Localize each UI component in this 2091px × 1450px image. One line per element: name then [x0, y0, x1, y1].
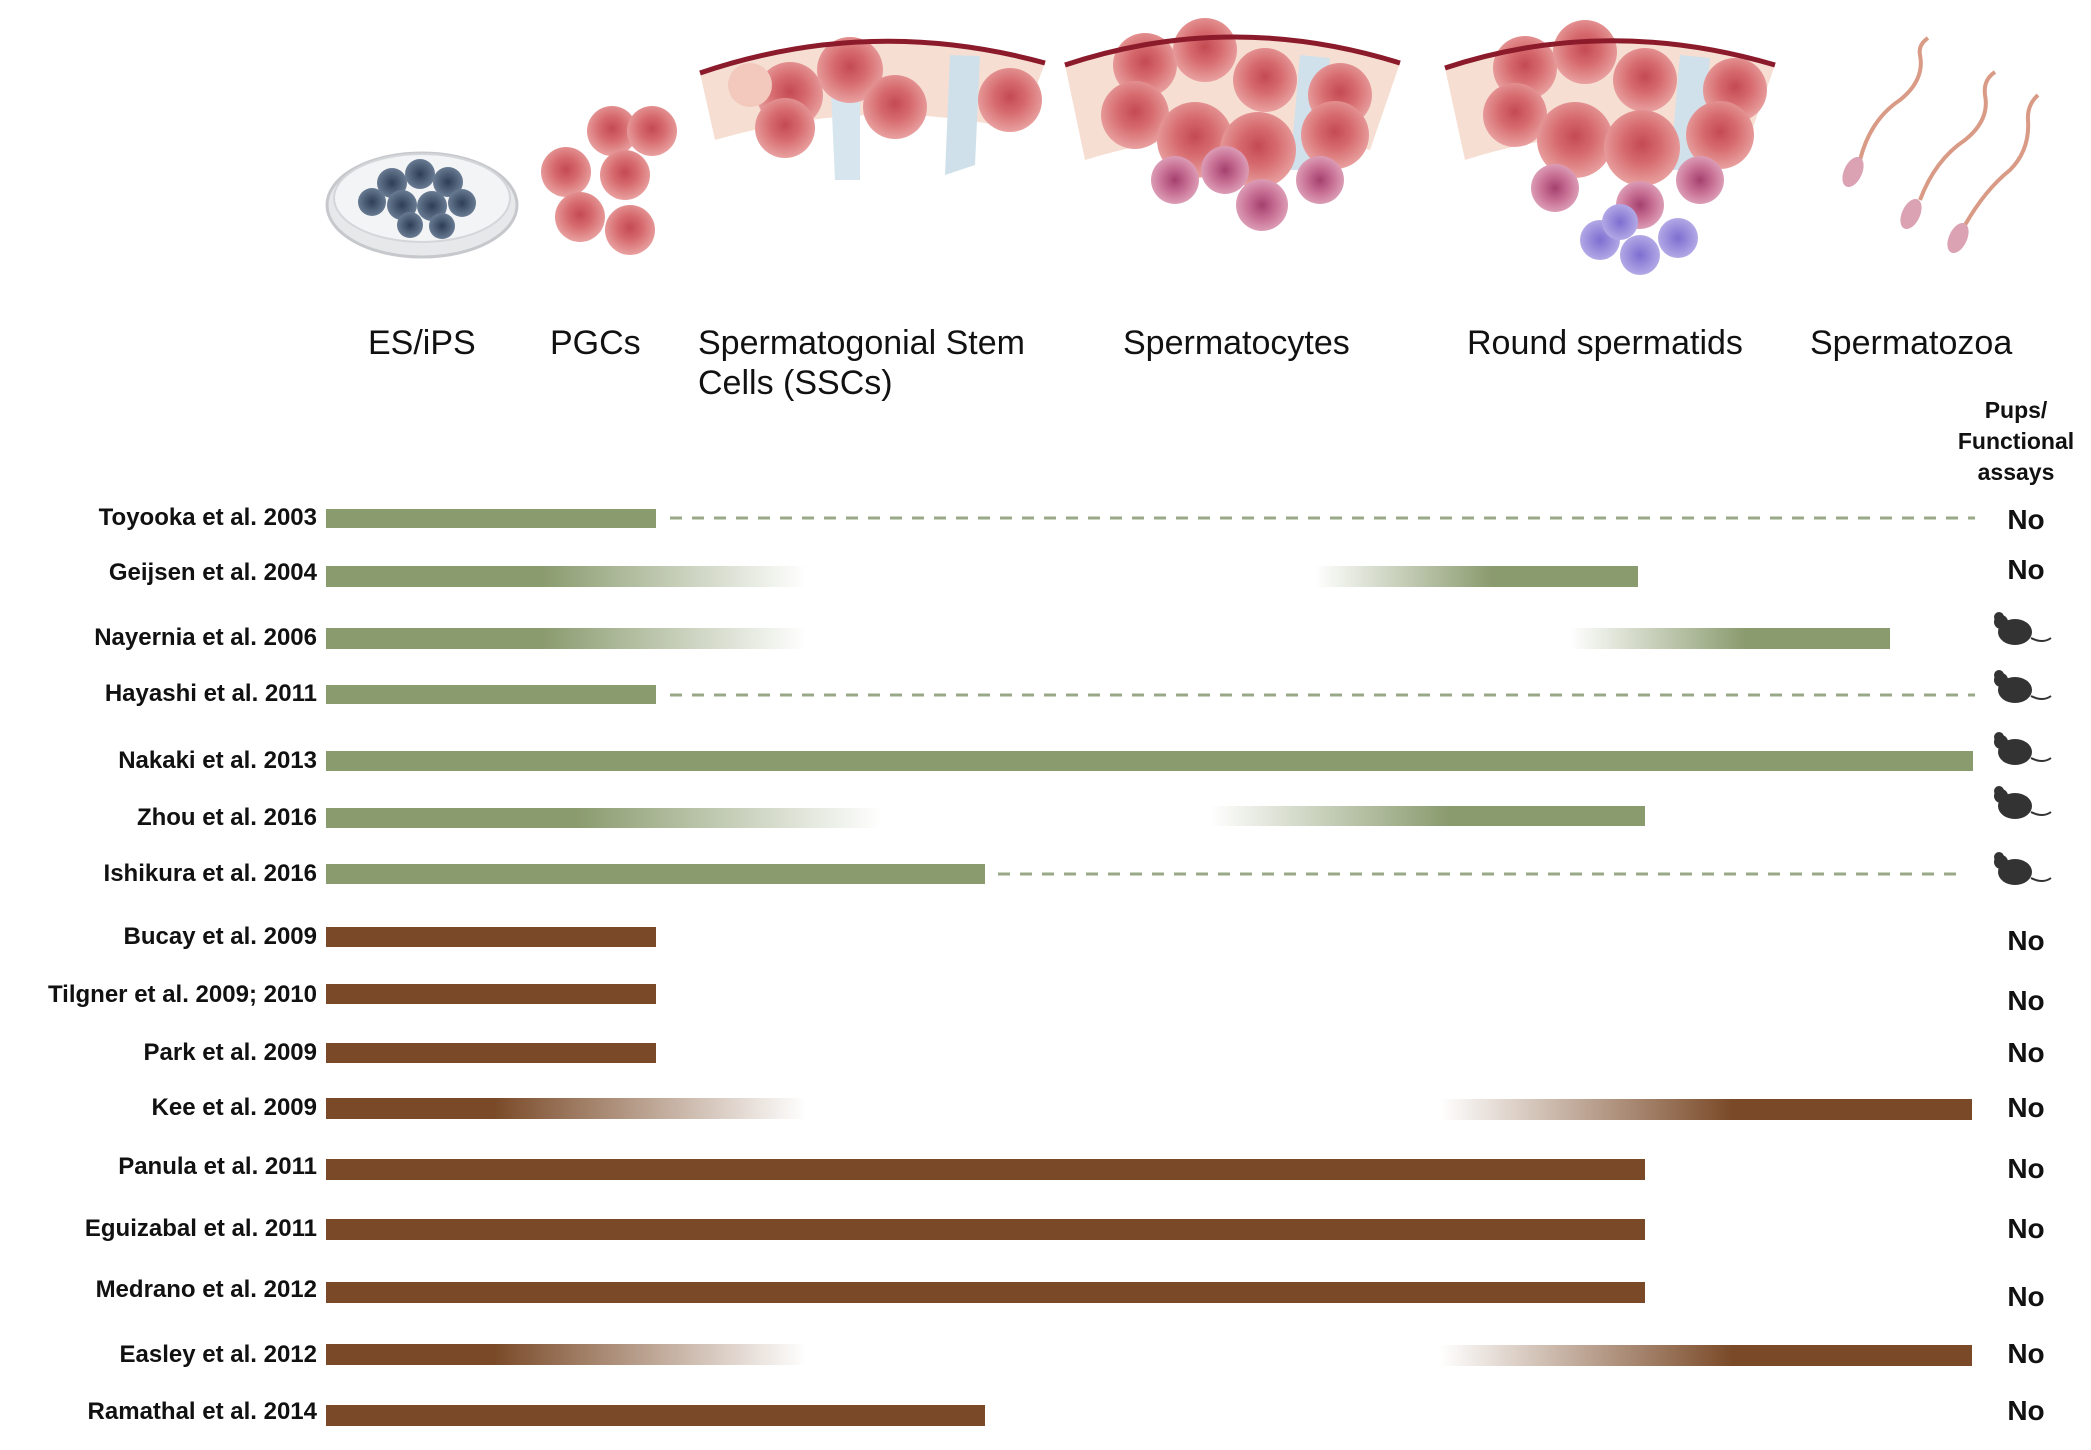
bar-solid — [326, 1159, 1645, 1180]
study-label: Ishikura et al. 2016 — [103, 860, 317, 887]
study-label: Geijsen et al. 2004 — [108, 559, 317, 586]
study-label: Hayashi et al. 2011 — [104, 680, 317, 707]
stage-label-spermatocytes: Spermatocytes — [1123, 324, 1350, 362]
bar-fade-out — [326, 808, 881, 828]
outcome-label: No — [2007, 985, 2045, 1016]
study-label: Ramathal et al. 2014 — [87, 1398, 317, 1425]
bar-row-zhou-2016 — [326, 806, 1645, 828]
outcome-label: No — [2007, 504, 2045, 535]
study-label: Eguizabal et al. 2011 — [84, 1215, 317, 1242]
bar-row-geijsen-2004 — [326, 566, 1638, 587]
mouse-icon — [1993, 785, 2052, 820]
outcome-label: No — [2007, 1395, 2045, 1426]
bar-row-eguizabal-2011 — [326, 1219, 1645, 1240]
study-label: Nakaki et al. 2013 — [118, 747, 317, 774]
mouse-icon — [1993, 611, 2052, 646]
outcome-label: No — [2007, 554, 2045, 585]
bar-solid — [326, 1219, 1645, 1240]
bar-row-nakaki-2013 — [326, 751, 1973, 771]
bar-fade-in — [1440, 1345, 1972, 1366]
outcome-label: No — [2007, 1213, 2045, 1244]
bar-row-nayernia-2006 — [326, 628, 1890, 649]
stage-label-spermatozoa: Spermatozoa — [1810, 324, 2013, 362]
stage-label-sscs-line2: Cells (SSCs) — [698, 364, 893, 402]
study-label: Nayernia et al. 2006 — [94, 624, 317, 651]
outcome-column-header: Pups/ Functional assays — [1950, 395, 2082, 488]
sperm-icon — [1842, 36, 2040, 253]
bar-row-bucay-2009 — [326, 927, 656, 947]
bar-row-toyooka-2003 — [326, 509, 1975, 528]
bar-solid — [326, 685, 656, 704]
bar-row-tilgner-2009 — [326, 984, 656, 1004]
outcome-label: No — [2007, 925, 2045, 956]
outcome-header-line1: Pups/ — [1984, 397, 2048, 423]
bar-fade-out — [326, 566, 806, 587]
bar-solid — [326, 509, 656, 528]
bar-fade-in — [1210, 806, 1645, 826]
stage-label-pgcs: PGCs — [550, 324, 641, 362]
bar-row-hayashi-2011 — [326, 685, 1975, 704]
outcome-label: No — [2007, 1153, 2045, 1184]
outcome-header-line3: assays — [1977, 459, 2055, 485]
pgc-cells-icon — [541, 106, 677, 255]
stage-illustrations — [325, 18, 2040, 275]
stage-label-round-spermatids: Round spermatids — [1467, 324, 1743, 362]
stage-label-es-ips: ES/iPS — [368, 324, 476, 362]
outcome-label: No — [2007, 1037, 2045, 1068]
bar-solid — [326, 1043, 656, 1063]
bar-row-easley-2012 — [326, 1344, 1972, 1366]
bar-row-medrano-2012 — [326, 1282, 1645, 1303]
outcome-label: No — [2007, 1281, 2045, 1312]
bar-fade-in — [1570, 628, 1890, 649]
bar-solid — [326, 1405, 985, 1426]
spermatocyte-tubule-icon — [1064, 18, 1401, 231]
bar-fade-in — [1315, 566, 1638, 587]
bar-solid — [326, 1282, 1645, 1303]
study-label: Zhou et al. 2016 — [136, 804, 317, 831]
bar-row-ishikura-2016 — [326, 864, 1965, 884]
bar-fade-out — [326, 1098, 806, 1119]
bar-solid — [326, 864, 985, 884]
petri-dish-icon — [325, 151, 519, 259]
study-label: Park et al. 2009 — [143, 1039, 317, 1066]
spermatid-tubule-icon — [1444, 20, 1776, 275]
study-label: Easley et al. 2012 — [119, 1341, 317, 1368]
bar-row-kee-2009 — [326, 1098, 1972, 1120]
bar-fade-out — [326, 1344, 806, 1365]
bar-solid — [326, 751, 1973, 771]
bar-solid — [326, 927, 656, 947]
study-label: Bucay et al. 2009 — [123, 923, 317, 950]
study-label: Tilgner et al. 2009; 2010 — [47, 981, 317, 1008]
study-label: Panula et al. 2011 — [118, 1153, 317, 1180]
bar-fade-in — [1440, 1099, 1972, 1120]
mouse-icon — [1993, 669, 2052, 704]
stage-label-sscs: Spermatogonial Stem — [698, 324, 1025, 362]
outcome-label: No — [2007, 1338, 2045, 1369]
study-label: Kee et al. 2009 — [151, 1094, 317, 1121]
bar-row-panula-2011 — [326, 1159, 1645, 1180]
mouse-icon — [1993, 851, 2052, 886]
outcome-header-line2: Functional — [1957, 428, 2075, 454]
mouse-icon — [1993, 731, 2052, 766]
ssc-tubule-icon — [699, 37, 1046, 180]
bar-solid — [326, 984, 656, 1004]
bar-fade-out — [326, 628, 806, 649]
bar-row-ramathal-2014 — [326, 1405, 985, 1426]
outcome-label: No — [2007, 1092, 2045, 1123]
bar-row-park-2009 — [326, 1043, 656, 1063]
study-label: Toyooka et al. 2003 — [98, 504, 317, 531]
study-label: Medrano et al. 2012 — [95, 1276, 317, 1303]
